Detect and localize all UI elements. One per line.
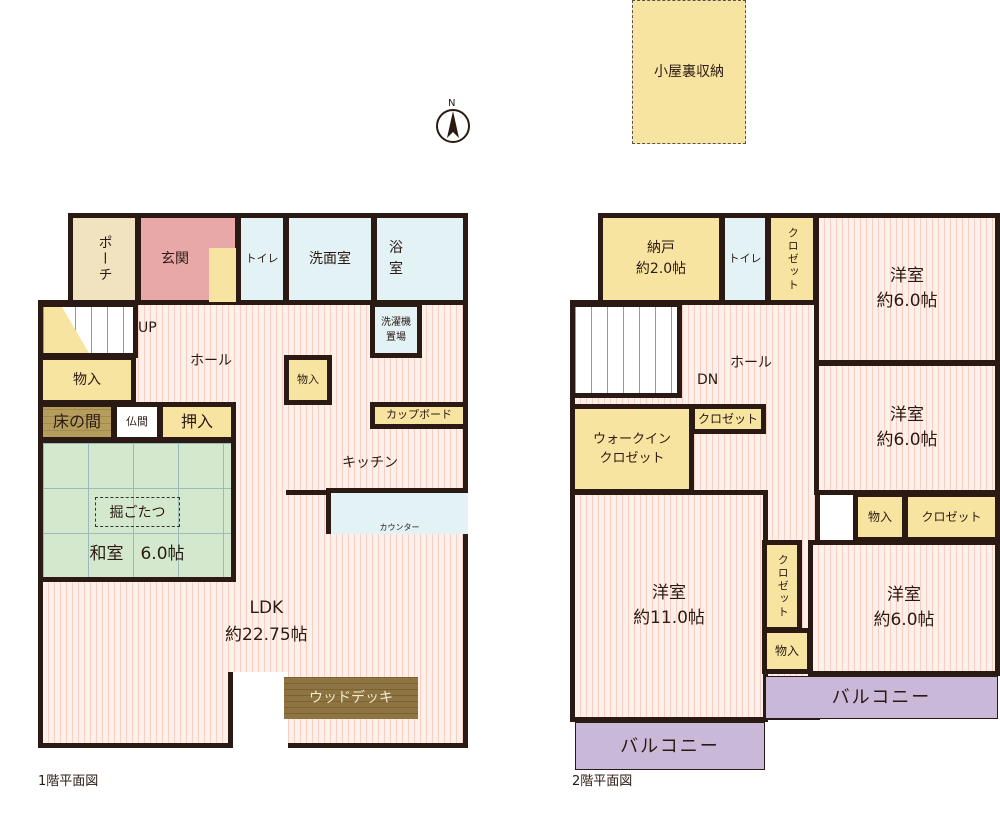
f2-hall-label: ホール <box>730 355 772 371</box>
room-ne-label: 洋室 約6.0帖 <box>876 265 938 312</box>
f1-washroom: 洗面室 <box>284 213 376 305</box>
balcony-left-label: バルコニー <box>620 735 720 757</box>
f1-hall-label: ホール <box>190 353 232 369</box>
f2-walkin-closet: ウォークイン クロゼット <box>570 404 694 494</box>
north-compass-icon: N <box>435 98 471 144</box>
storage-e-label: 物入 <box>867 510 892 524</box>
storage-s-label: 物入 <box>774 644 799 658</box>
walkin-label: ウォークイン クロゼット <box>592 431 671 467</box>
f2-stairs <box>570 302 682 398</box>
horigotatsu-label: 掘ごたつ <box>109 505 166 521</box>
storage-mid-label: 物入 <box>297 372 319 386</box>
f2-room-se: 洋室 約6.0帖 <box>808 540 1000 676</box>
deck-label: ウッドデッキ <box>309 689 393 706</box>
butsuma-label: 仏間 <box>126 414 148 428</box>
washitsu-label: 和室 6.0帖 <box>89 543 185 564</box>
toilet-label: トイレ <box>245 251 279 265</box>
counter-label: カウンター <box>379 523 420 532</box>
f2-balcony-left: バルコニー <box>575 722 765 770</box>
genkan-label: 玄関 <box>161 250 189 267</box>
f1-counter: カウンター <box>326 488 468 534</box>
closet-wic-label: クロゼット <box>697 412 758 426</box>
kitchen-label: キッチン <box>342 455 398 471</box>
washroom-label: 洗面室 <box>309 250 351 267</box>
f2-toilet: トイレ <box>720 213 770 305</box>
ldk-label: LDK 約22.75帖 <box>225 598 308 646</box>
room-e-label: 洋室 約6.0帖 <box>876 404 938 451</box>
f1-washitsu: 和室 6.0帖 <box>38 438 236 582</box>
laundry-label: 洗濯機 置場 <box>381 317 411 343</box>
f1-notch <box>228 672 288 748</box>
f2-closet-top: クロゼット <box>766 213 818 305</box>
f2-storage-s: 物入 <box>762 628 812 674</box>
f2-closet-wic: クロゼット <box>690 404 766 434</box>
balcony-right-label: バルコニー <box>831 687 932 708</box>
floor1-title: 1階平面図 <box>38 774 99 789</box>
compass-label: N <box>448 98 456 109</box>
bath-label: 浴室 <box>389 240 405 277</box>
f2-balcony-right: バルコニー <box>765 676 998 719</box>
dn-label: DN <box>697 372 719 388</box>
attic-label: 小屋裏収納 <box>654 63 724 80</box>
f2-room-e: 洋室 約6.0帖 <box>814 361 1000 495</box>
f2-room-main: 洋室 約11.0帖 <box>570 490 768 722</box>
f1-laundry: 洗濯機 置場 <box>370 302 422 358</box>
f2-closet-v: クロゼット <box>762 540 802 632</box>
f1-porch: ポーチ <box>68 213 140 305</box>
f2-toilet-label: トイレ <box>728 251 762 265</box>
wall <box>286 490 330 495</box>
f1-tokonoma: 床の間 <box>38 402 116 442</box>
closet-v-label: クロゼット <box>776 553 790 619</box>
oshiire-label: 押入 <box>180 412 213 431</box>
f2-storage-e: 物入 <box>853 492 907 542</box>
up-label: UP <box>138 320 157 336</box>
f2-closet-e: クロゼット <box>903 492 1000 542</box>
f1-toilet: トイレ <box>236 213 288 305</box>
closet-e-label: クロゼット <box>921 510 982 524</box>
room-se-label: 洋室 約6.0帖 <box>873 584 935 631</box>
f1-storage-left: 物入 <box>38 355 136 405</box>
f1-oshiire: 押入 <box>158 402 236 442</box>
tokonoma-label: 床の間 <box>52 412 101 431</box>
f2-room-ne: 洋室 約6.0帖 <box>814 213 1000 365</box>
porch-label: ポーチ <box>96 235 113 283</box>
storage-left-label: 物入 <box>73 371 101 388</box>
f1-wood-deck: ウッドデッキ <box>284 677 418 719</box>
cupboard-label: カップボード <box>386 408 452 422</box>
room-main-label: 洋室 約11.0帖 <box>633 582 705 629</box>
shoe-cabinet <box>209 248 236 302</box>
attic-storage: 小屋裏収納 <box>632 0 746 144</box>
f2-nando: 納戸 約2.0帖 <box>598 213 724 305</box>
f1-bath: 浴室 <box>372 213 468 305</box>
nando-label: 納戸 約2.0帖 <box>635 240 687 277</box>
horigotatsu: 掘ごたつ <box>95 497 180 527</box>
f1-storage-mid: 物入 <box>284 355 332 405</box>
f1-butsuma: 仏間 <box>112 402 162 442</box>
closet-top-label: クロゼット <box>786 226 800 292</box>
f1-cupboard: カップボード <box>370 402 468 429</box>
floor2-title: 2階平面図 <box>572 774 633 789</box>
